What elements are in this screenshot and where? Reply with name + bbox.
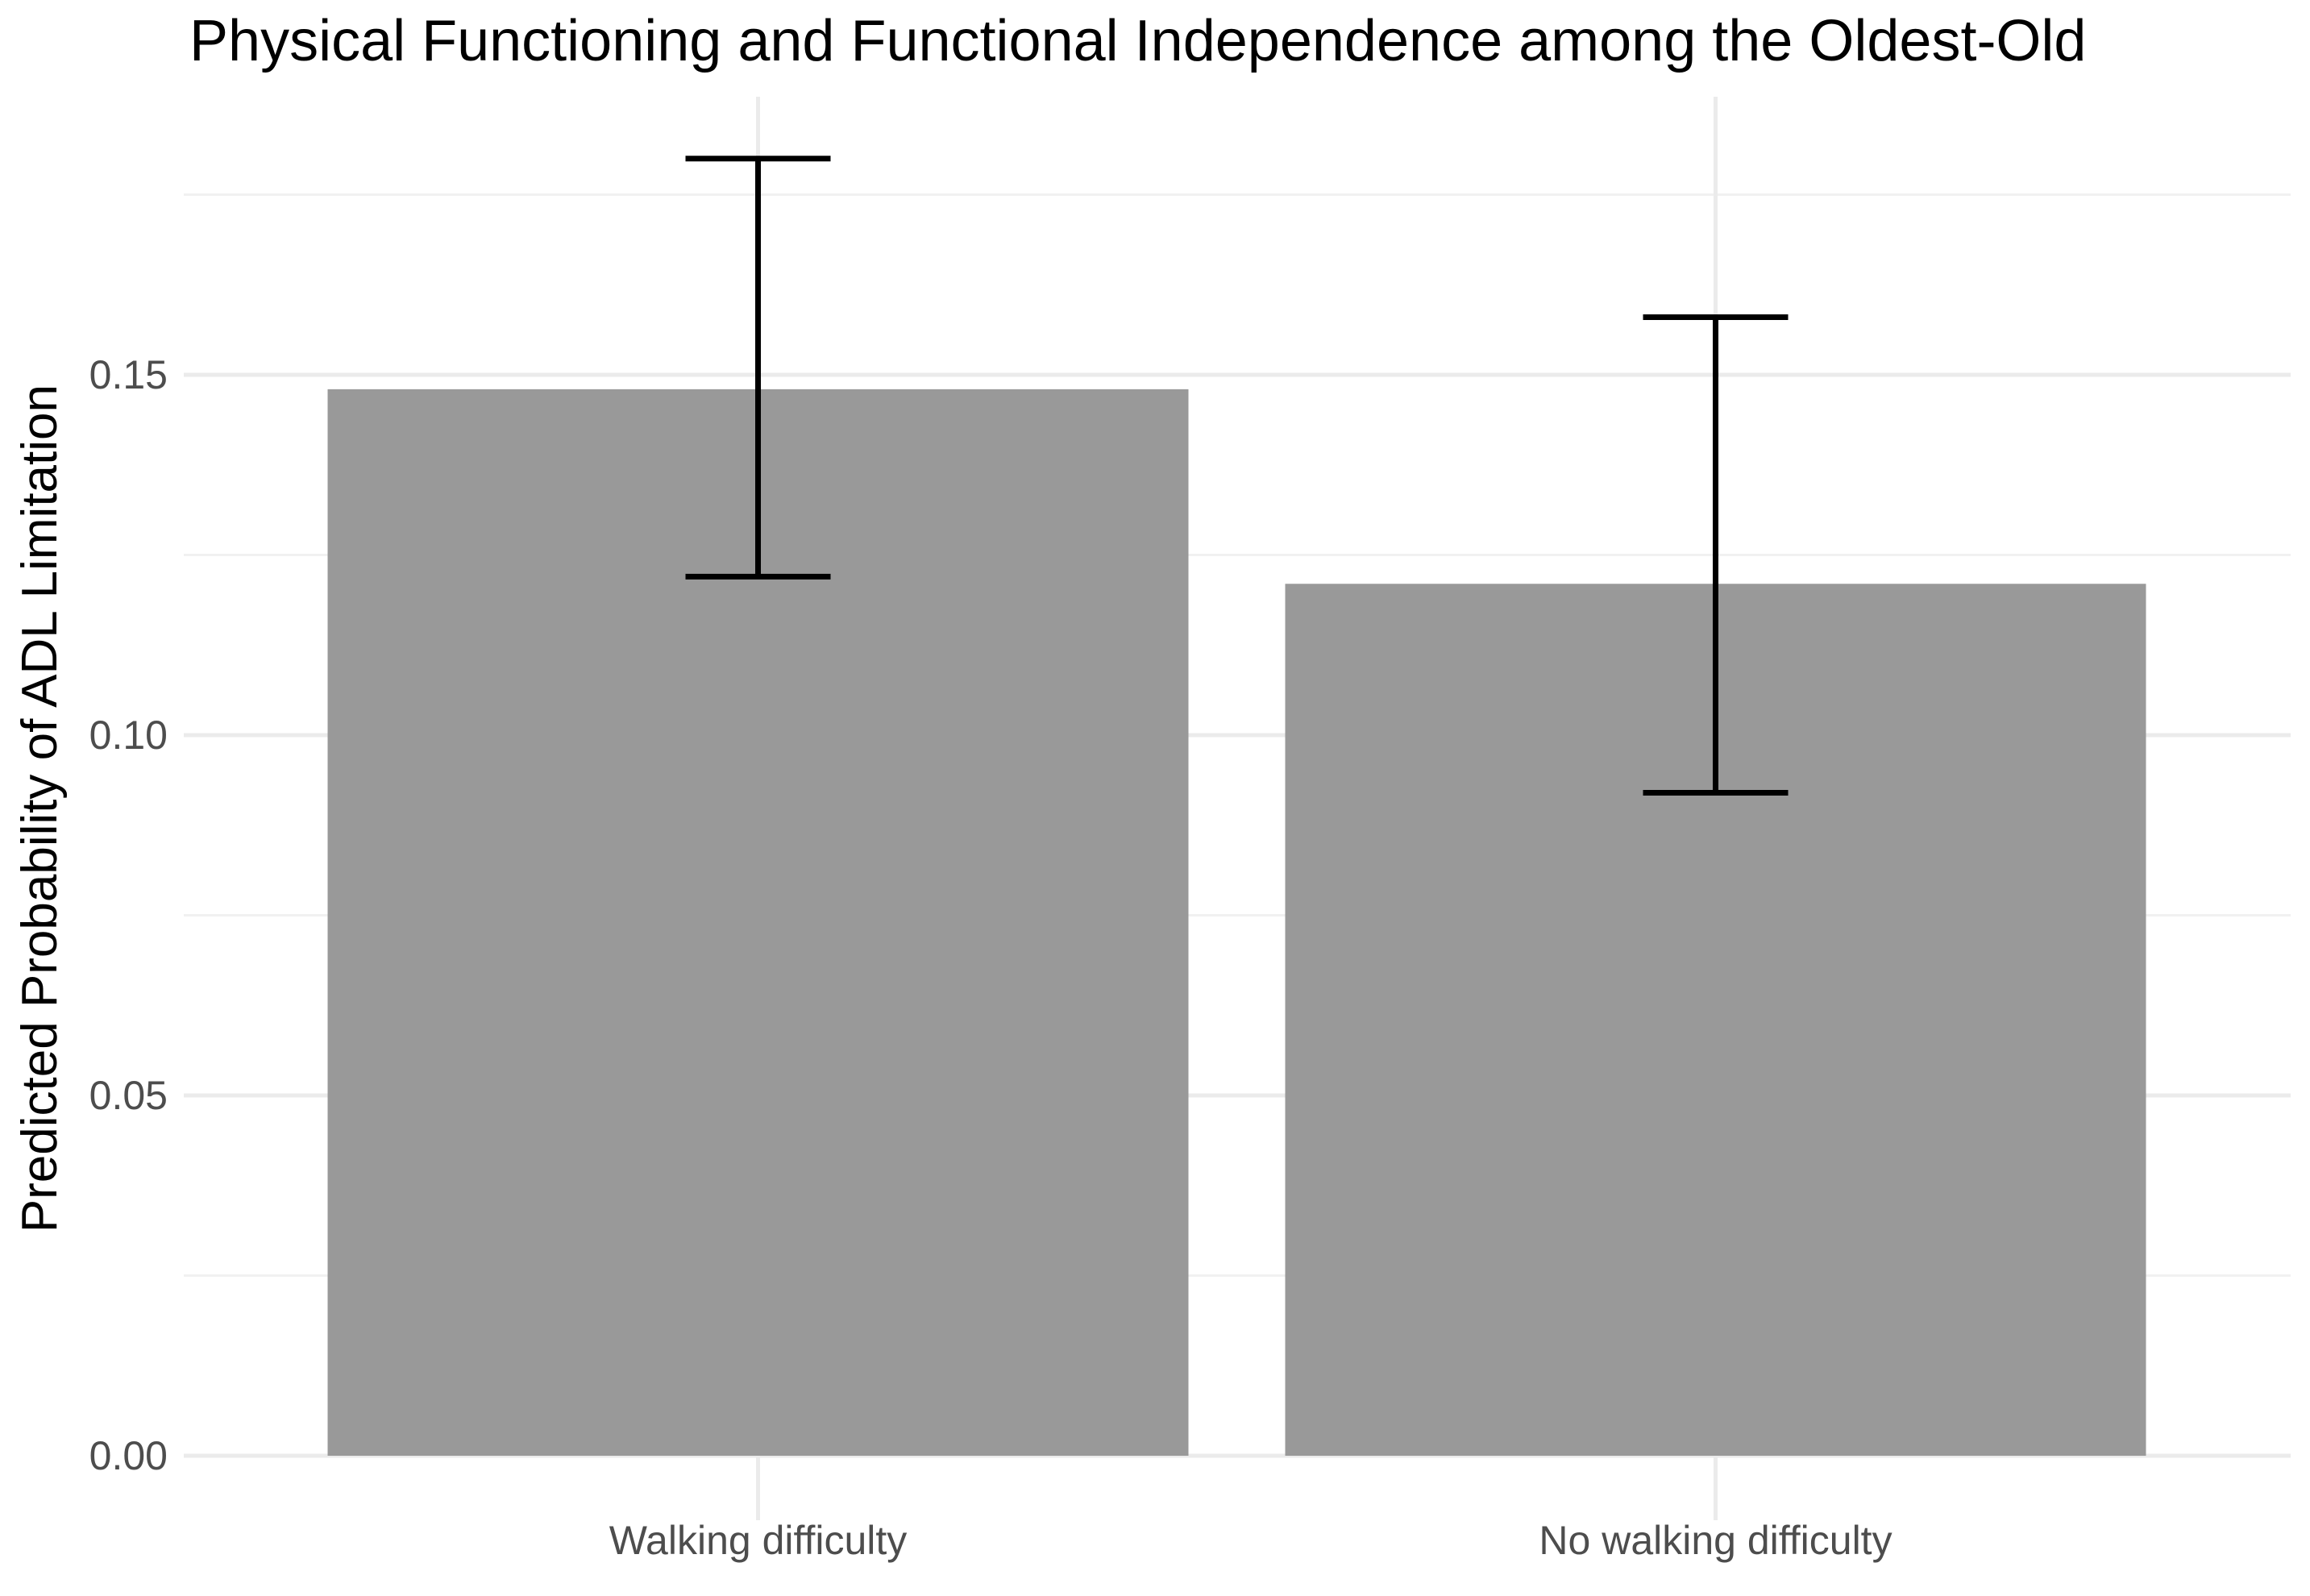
error-bar bbox=[685, 156, 831, 580]
y-tick-label: 0.05 bbox=[89, 1073, 168, 1118]
y-tick-label: 0.00 bbox=[89, 1433, 168, 1478]
x-category-label: No walking difficulty bbox=[1539, 1518, 1892, 1563]
y-tick-label: 0.15 bbox=[89, 352, 168, 397]
y-tick-label: 0.10 bbox=[89, 713, 168, 758]
x-category-label: Walking difficulty bbox=[609, 1518, 908, 1563]
chart-title: Physical Functioning and Functional Inde… bbox=[189, 9, 2087, 73]
error-bar bbox=[1643, 314, 1789, 796]
y-axis-title-text: Predicted Probability of ADL Limitation bbox=[11, 384, 68, 1233]
y-axis-title: Predicted Probability of ADL Limitation bbox=[8, 97, 71, 1520]
